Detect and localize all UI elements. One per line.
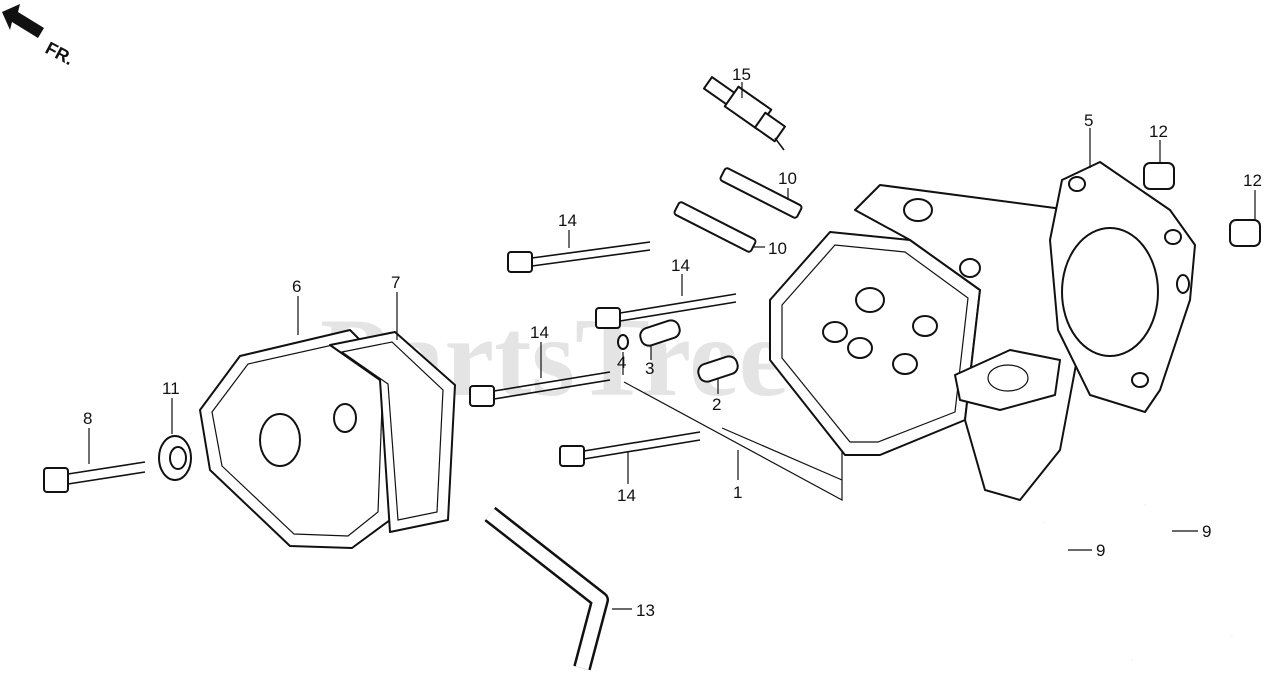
callout-14-bottom: 14 (617, 486, 636, 505)
callout-14-lower-middle: 14 (530, 323, 549, 342)
spark-plug (702, 76, 786, 151)
callout-2: 2 (712, 395, 721, 414)
callout-3: 3 (645, 359, 654, 378)
callout-14-top: 14 (558, 211, 577, 230)
front-direction-arrow-icon (2, 4, 44, 38)
valve-cover (199, 329, 396, 549)
long-stud-right (1142, 503, 1235, 638)
o-ring-4 (617, 334, 629, 350)
bolt-bottom (559, 431, 701, 467)
callout-14-upper-middle: 14 (671, 256, 690, 275)
stud-lower (673, 201, 757, 253)
callout-1: 1 (733, 483, 742, 502)
callout-12-upper: 12 (1149, 122, 1168, 141)
callout-10-lower: 10 (768, 239, 787, 258)
leader-lines (88, 82, 1256, 610)
callout-13: 13 (636, 601, 655, 620)
cylinder-head (769, 184, 1091, 501)
bolt-upper-middle (595, 293, 737, 329)
bolt-top (507, 241, 651, 273)
callout-9-right: 9 (1202, 522, 1211, 541)
dowel-12-upper (1143, 162, 1175, 190)
bolt-lower-middle (469, 371, 611, 407)
callout-9-left: 9 (1096, 541, 1105, 560)
head-gasket (1049, 161, 1196, 413)
callout-10-upper: 10 (778, 169, 797, 188)
callout-8: 8 (83, 409, 92, 428)
callout-7: 7 (391, 273, 400, 292)
callout-15: 15 (732, 65, 751, 84)
dowel-pin-3 (639, 319, 681, 347)
callout-12-right: 12 (1243, 171, 1262, 190)
dowel-12-right (1229, 219, 1261, 247)
callout-6: 6 (292, 277, 301, 296)
cover-bolt (43, 461, 146, 493)
callout-11: 11 (162, 379, 180, 398)
long-stud-left (1041, 520, 1135, 662)
valve-cover-gasket (329, 331, 456, 533)
breather-tube (484, 506, 609, 671)
dowel-pin-2 (697, 355, 739, 383)
direction-label: FR. (42, 38, 77, 69)
callout-4: 4 (617, 353, 626, 372)
washer (158, 435, 192, 481)
callout-5: 5 (1084, 111, 1093, 130)
stud-upper (719, 167, 803, 219)
